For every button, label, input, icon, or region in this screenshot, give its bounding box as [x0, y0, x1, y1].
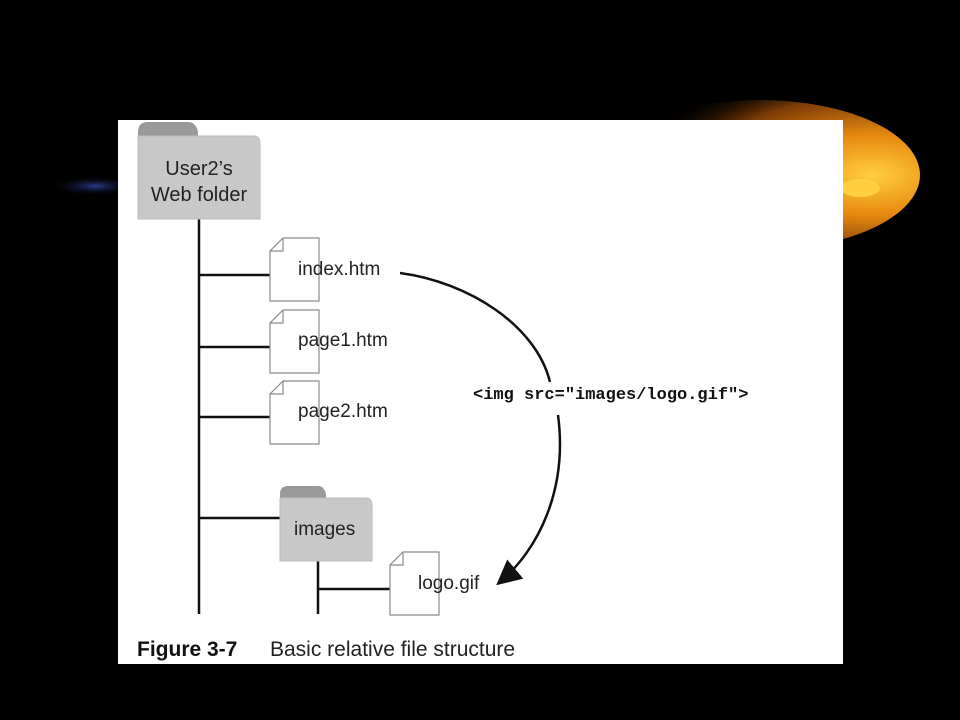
file-label-page2: page2.htm — [298, 401, 388, 422]
file-label-logo: logo.gif — [418, 573, 480, 594]
file-label-index: index.htm — [298, 259, 381, 280]
subfolder-label: images — [294, 519, 356, 540]
file-structure-diagram — [137, 122, 562, 616]
tree-lines — [197, 218, 390, 614]
file-label-page1: page1.htm — [298, 330, 388, 351]
link-code-label: <img src="images/logo.gif"> — [473, 386, 749, 405]
file-icon — [389, 551, 440, 616]
file-icon — [269, 237, 320, 302]
file-icon — [269, 309, 320, 374]
root-folder-line1: User2’s — [165, 158, 233, 180]
folder-icon — [279, 486, 373, 562]
link-arrow — [399, 271, 562, 586]
root-folder-label: User2’s Web folder — [138, 156, 260, 208]
file-icon — [269, 380, 320, 445]
figure-caption: Basic relative file structure — [270, 638, 516, 661]
figure-number: Figure 3-7 — [137, 638, 238, 661]
root-folder-line2: Web folder — [150, 184, 248, 206]
folder-icon — [137, 122, 261, 220]
diagram-panel: User2’s Web folder index.htm page1.htm p… — [118, 120, 843, 664]
